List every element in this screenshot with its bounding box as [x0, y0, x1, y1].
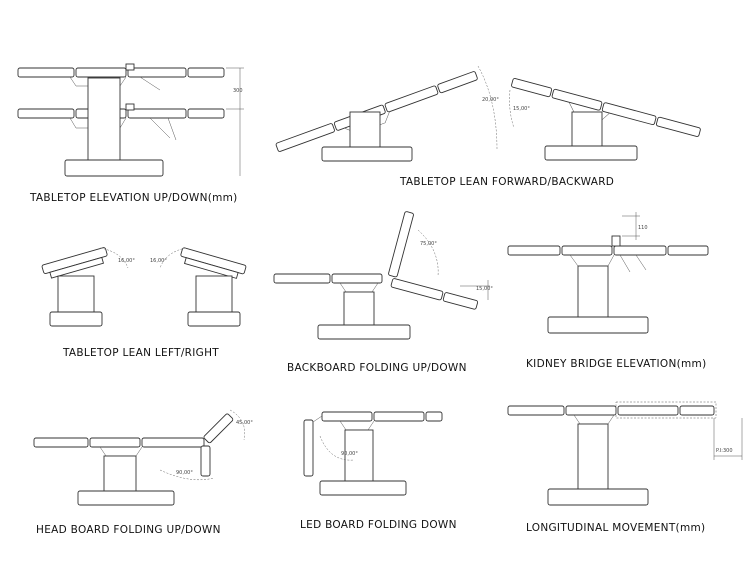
panel-tabletop-lean-fb: 20,00° 15,00° TABLETOP LEAN FORWARD/BACK… [275, 65, 701, 188]
column-lean-right [195, 275, 233, 317]
base [64, 159, 164, 177]
dim-backboard-up: 75,00° [420, 241, 437, 247]
head-board-up [203, 413, 234, 444]
head-board-down [200, 445, 211, 477]
table-lower-position [17, 103, 225, 141]
base-lean-left [49, 311, 103, 327]
column-lean-left [57, 275, 95, 317]
led-board-folded [303, 419, 314, 477]
column [577, 265, 609, 321]
backboard-down [390, 278, 479, 310]
kidney-bridge [611, 235, 621, 247]
base [317, 324, 411, 340]
base [547, 316, 649, 334]
panel-tabletop-lean-lr: 16,00° 16,00° TABLETOP LEAN LEFT/RIGHT [41, 247, 247, 359]
dim-head-board-down: 90,00° [176, 470, 193, 476]
dim-lean-left: 16,00° [118, 258, 135, 264]
panel-backboard-folding: 75,00° 15,00° BACKBOARD FOLDING UP/DOWN [273, 211, 493, 374]
backboard-up [388, 211, 414, 278]
column-left [349, 111, 381, 151]
base-right [544, 145, 638, 161]
table-lean-left [41, 247, 108, 279]
dim-lean-backward: 15,00° [513, 106, 530, 112]
caption-backboard-folding: BACKBOARD FOLDING UP/DOWN [287, 362, 467, 374]
caption-head-board-folding: HEAD BOARD FOLDING UP/DOWN [36, 524, 221, 536]
caption-kidney-bridge: KIDNEY BRIDGE ELEVATION(mm) [526, 358, 706, 370]
panel-longitudinal-movement: P.I:300 LONGITUDINAL MOVEMENT(mm) [507, 401, 743, 534]
caption-tabletop-lean-lr: TABLETOP LEAN LEFT/RIGHT [62, 347, 219, 359]
base [319, 480, 407, 496]
caption-tabletop-elevation: TABLETOP ELEVATION UP/DOWN(mm) [29, 192, 238, 204]
dim-lean-forward: 20,00° [482, 97, 499, 103]
dim-kidney-bridge: 110 [638, 225, 648, 231]
base-left [321, 146, 413, 162]
dim-lean-right: 16,00° [150, 258, 167, 264]
table-lean-backward [511, 78, 701, 137]
column [103, 455, 137, 495]
panel-led-board-folding: 90,00° LED BOARD FOLDING DOWN [300, 411, 457, 531]
column [343, 291, 375, 329]
panel-kidney-bridge: 110 KIDNEY BRIDGE ELEVATION(mm) [507, 212, 709, 370]
table-lean-right [180, 247, 247, 279]
column [87, 77, 121, 165]
panel-head-board-folding: 45,00° 90,00° HEAD BOARD FOLDING UP/DOWN [33, 409, 253, 536]
dim-elevation: 300 [233, 88, 243, 94]
table-upper-position [17, 63, 225, 91]
caption-led-board-folding: LED BOARD FOLDING DOWN [300, 519, 457, 531]
caption-tabletop-lean-fb: TABLETOP LEAN FORWARD/BACKWARD [399, 176, 614, 188]
dim-head-board-up: 45,00° [236, 420, 253, 426]
dim-led-board: 90,00° [341, 451, 358, 457]
column [577, 423, 609, 493]
base [77, 490, 175, 506]
dim-backboard-down: 15,00° [476, 286, 493, 292]
base-lean-right [187, 311, 241, 327]
caption-longitudinal-movement: LONGITUDINAL MOVEMENT(mm) [526, 522, 705, 534]
column [344, 429, 374, 485]
panel-tabletop-elevation: 300 TABLETOP ELEVATION UP/DOWN(mm) [17, 63, 244, 204]
base [547, 488, 649, 506]
dim-longitudinal: P.I:300 [716, 448, 733, 454]
column-right [571, 111, 603, 149]
